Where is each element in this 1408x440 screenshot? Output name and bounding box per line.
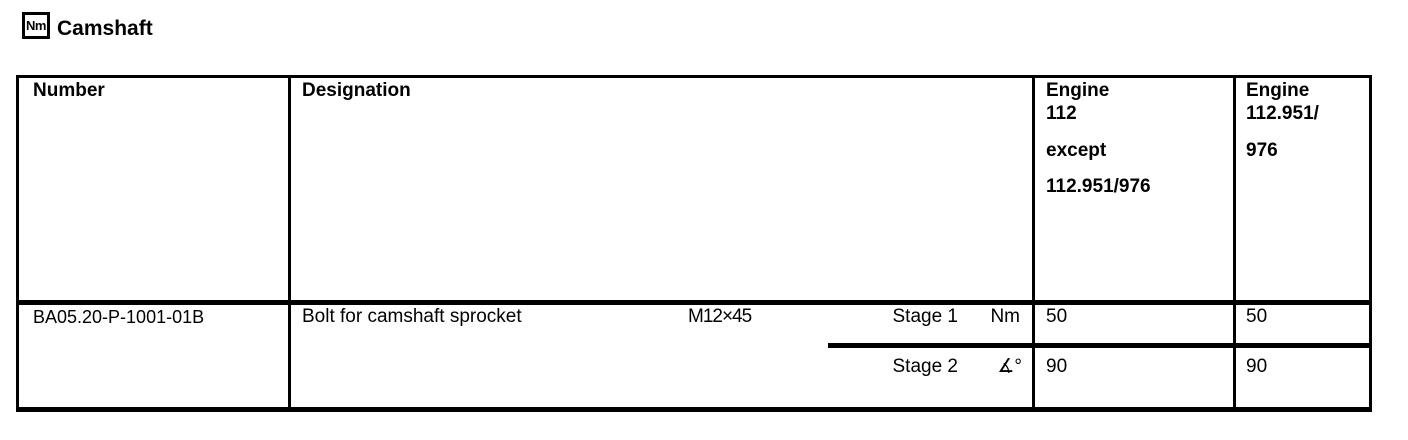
stage1-value-engine1: 50 — [1046, 306, 1068, 327]
stage1-label: Stage 1 — [892, 306, 959, 327]
torque-unit-icon: Nm — [22, 12, 50, 39]
cell-number: BA05.20-P-1001-01B — [33, 307, 205, 327]
stage1-value-engine2: 50 — [1246, 306, 1268, 327]
engine1-header-line4: 112.951/976 — [1046, 176, 1151, 197]
engine1-header-line1: Engine — [1046, 80, 1110, 101]
stage1-unit: Nm — [990, 306, 1020, 327]
stage2-unit: ∡° — [997, 356, 1022, 377]
engine2-header-line3: 976 — [1246, 140, 1278, 161]
engine1-header-line3: except — [1046, 140, 1107, 161]
engine2-header-line2: 112.951/ — [1246, 103, 1319, 124]
cell-designation: Bolt for camshaft sprocket — [302, 306, 522, 327]
table-border-top — [16, 75, 1372, 78]
table-stage-divider — [828, 343, 1372, 348]
column-header-number: Number — [33, 80, 105, 101]
cell-size: M12×45 — [688, 306, 752, 327]
table-border-bottom — [16, 407, 1372, 412]
table-border-right — [1369, 75, 1372, 412]
column-header-designation: Designation — [302, 80, 411, 101]
stage2-value-engine1: 90 — [1046, 356, 1068, 377]
stage2-label: Stage 2 — [892, 356, 959, 377]
engine1-header-line2: 112 — [1046, 103, 1077, 124]
table-divider-number-designation — [288, 75, 291, 412]
stage2-value-engine2: 90 — [1246, 356, 1268, 377]
table-divider-engine1-engine2 — [1233, 75, 1236, 412]
table-border-left — [16, 75, 19, 412]
table-header-separator — [16, 300, 1372, 305]
table-divider-designation-engine1 — [1032, 75, 1035, 412]
engine2-header-line1: Engine — [1246, 80, 1310, 101]
page-title: Camshaft — [57, 17, 153, 40]
